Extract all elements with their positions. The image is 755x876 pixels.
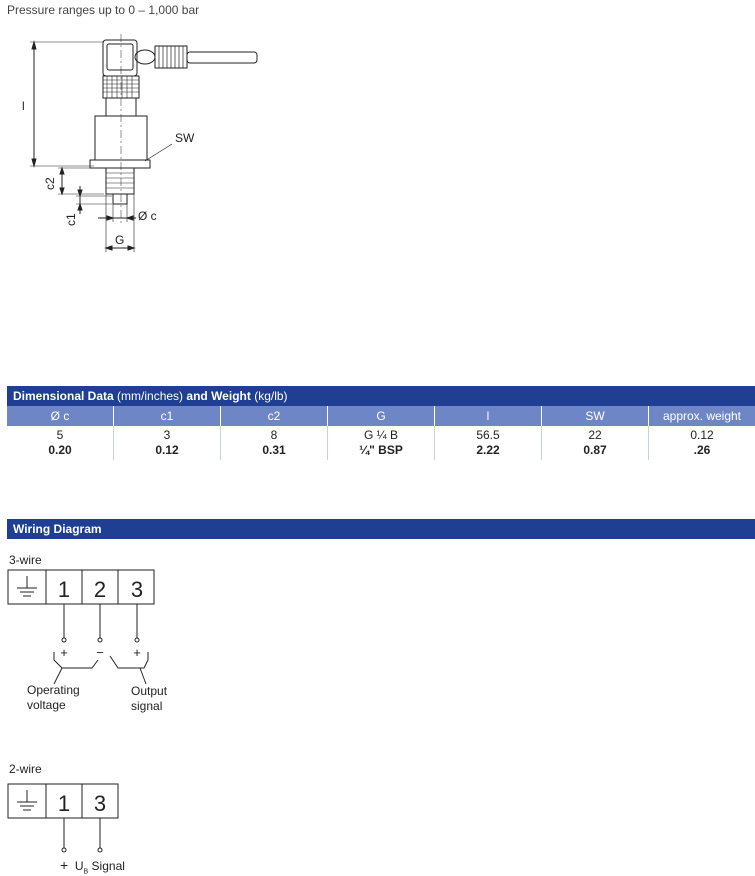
sign-plus-3: +	[133, 645, 141, 660]
column-header: SW	[542, 406, 649, 426]
metric-value: 3	[163, 428, 171, 442]
metric-value: 0.12	[690, 428, 714, 442]
table-cell: 56.5 2.22	[435, 426, 542, 460]
label-c1: c1	[64, 213, 78, 226]
output-signal-label: Output signal	[131, 684, 167, 714]
wiring-diagram-header: Wiring Diagram	[7, 519, 755, 539]
pin-3: 3	[131, 577, 143, 602]
output-line2: signal	[131, 699, 163, 713]
operating-voltage-label: Operating voltage	[27, 683, 80, 713]
imperial-value: 0.31	[262, 443, 286, 457]
table-cell: 5 0.20	[7, 426, 114, 460]
imperial-value: 2.22	[476, 443, 500, 457]
imperial-value: 0.87	[583, 443, 607, 457]
ub-main: U	[74, 859, 84, 873]
plus-sign: +	[60, 857, 69, 873]
dimensional-title-bold: Dimensional Data	[13, 389, 114, 403]
table-cell: G ¼ B ¼" BSP	[328, 426, 435, 460]
sign-plus-1: +	[60, 645, 68, 660]
imperial-value: ¼" BSP	[359, 443, 403, 457]
sign-minus: −	[96, 645, 104, 660]
dimensional-title-units: (mm/inches)	[117, 389, 184, 403]
pin-3: 3	[94, 791, 106, 816]
table-row: 5 0.20 3 0.12 8 0.31 G ¼ B ¼" BSP 56.5 2…	[7, 426, 755, 460]
label-l: l	[22, 99, 25, 113]
imperial-value: .26	[693, 443, 711, 457]
pin-1: 1	[58, 791, 70, 816]
operating-line2: voltage	[27, 698, 66, 712]
metric-value: 5	[56, 428, 64, 442]
column-header: Ø c	[7, 406, 114, 426]
two-wire-diagram: 1 3	[7, 783, 119, 853]
dimensional-title-mid: and Weight	[186, 389, 251, 403]
pin-1: 1	[58, 577, 70, 602]
three-wire-label: 3-wire	[9, 553, 42, 567]
dimensional-title-units2: (kg/lb)	[254, 389, 288, 403]
metric-value: G ¼ B	[363, 428, 398, 442]
label-c2: c2	[43, 177, 57, 190]
table-cell: 8 0.31	[221, 426, 328, 460]
two-wire-label: 2-wire	[9, 762, 42, 776]
label-oc: Ø c	[138, 209, 157, 223]
imperial-value: 0.20	[48, 443, 72, 457]
column-header: c1	[114, 406, 221, 426]
imperial-value: 0.12	[155, 443, 179, 457]
dimensional-data-table: Ø c c1 c2 G l SW approx. weight 5 0.20 3…	[7, 406, 755, 460]
label-sw: SW	[175, 131, 195, 145]
page-caption: Pressure ranges up to 0 – 1,000 bar	[7, 3, 200, 17]
label-g: G	[115, 233, 124, 247]
ground-icon	[17, 790, 37, 811]
table-cell: 0.12 .26	[649, 426, 755, 460]
ub-sub: B	[83, 868, 89, 876]
metric-value: 8	[270, 428, 278, 442]
table-cell: 22 0.87	[542, 426, 649, 460]
pin-2: 2	[94, 577, 106, 602]
table-cell: 3 0.12	[114, 426, 221, 460]
sensor-dimension-drawing: l SW c2 c1 Ø c G	[22, 34, 258, 252]
column-header: approx. weight	[662, 409, 742, 423]
column-header: c2	[221, 406, 328, 426]
two-wire-signal-label: + UB Signal	[60, 857, 125, 875]
ground-icon	[17, 576, 37, 597]
output-line1: Output	[131, 684, 168, 698]
column-header: l	[435, 406, 542, 426]
metric-value: 22	[588, 428, 602, 442]
column-header: G	[328, 406, 435, 426]
operating-line1: Operating	[27, 683, 80, 697]
metric-value: 56.5	[476, 428, 500, 442]
dimensional-data-header: Dimensional Data (mm/inches) and Weight …	[7, 386, 755, 406]
table-header-row: Ø c c1 c2 G l SW approx. weight	[7, 406, 755, 426]
three-wire-diagram: 1 2 3 + − +	[7, 569, 155, 685]
signal-text: Signal	[91, 859, 125, 873]
